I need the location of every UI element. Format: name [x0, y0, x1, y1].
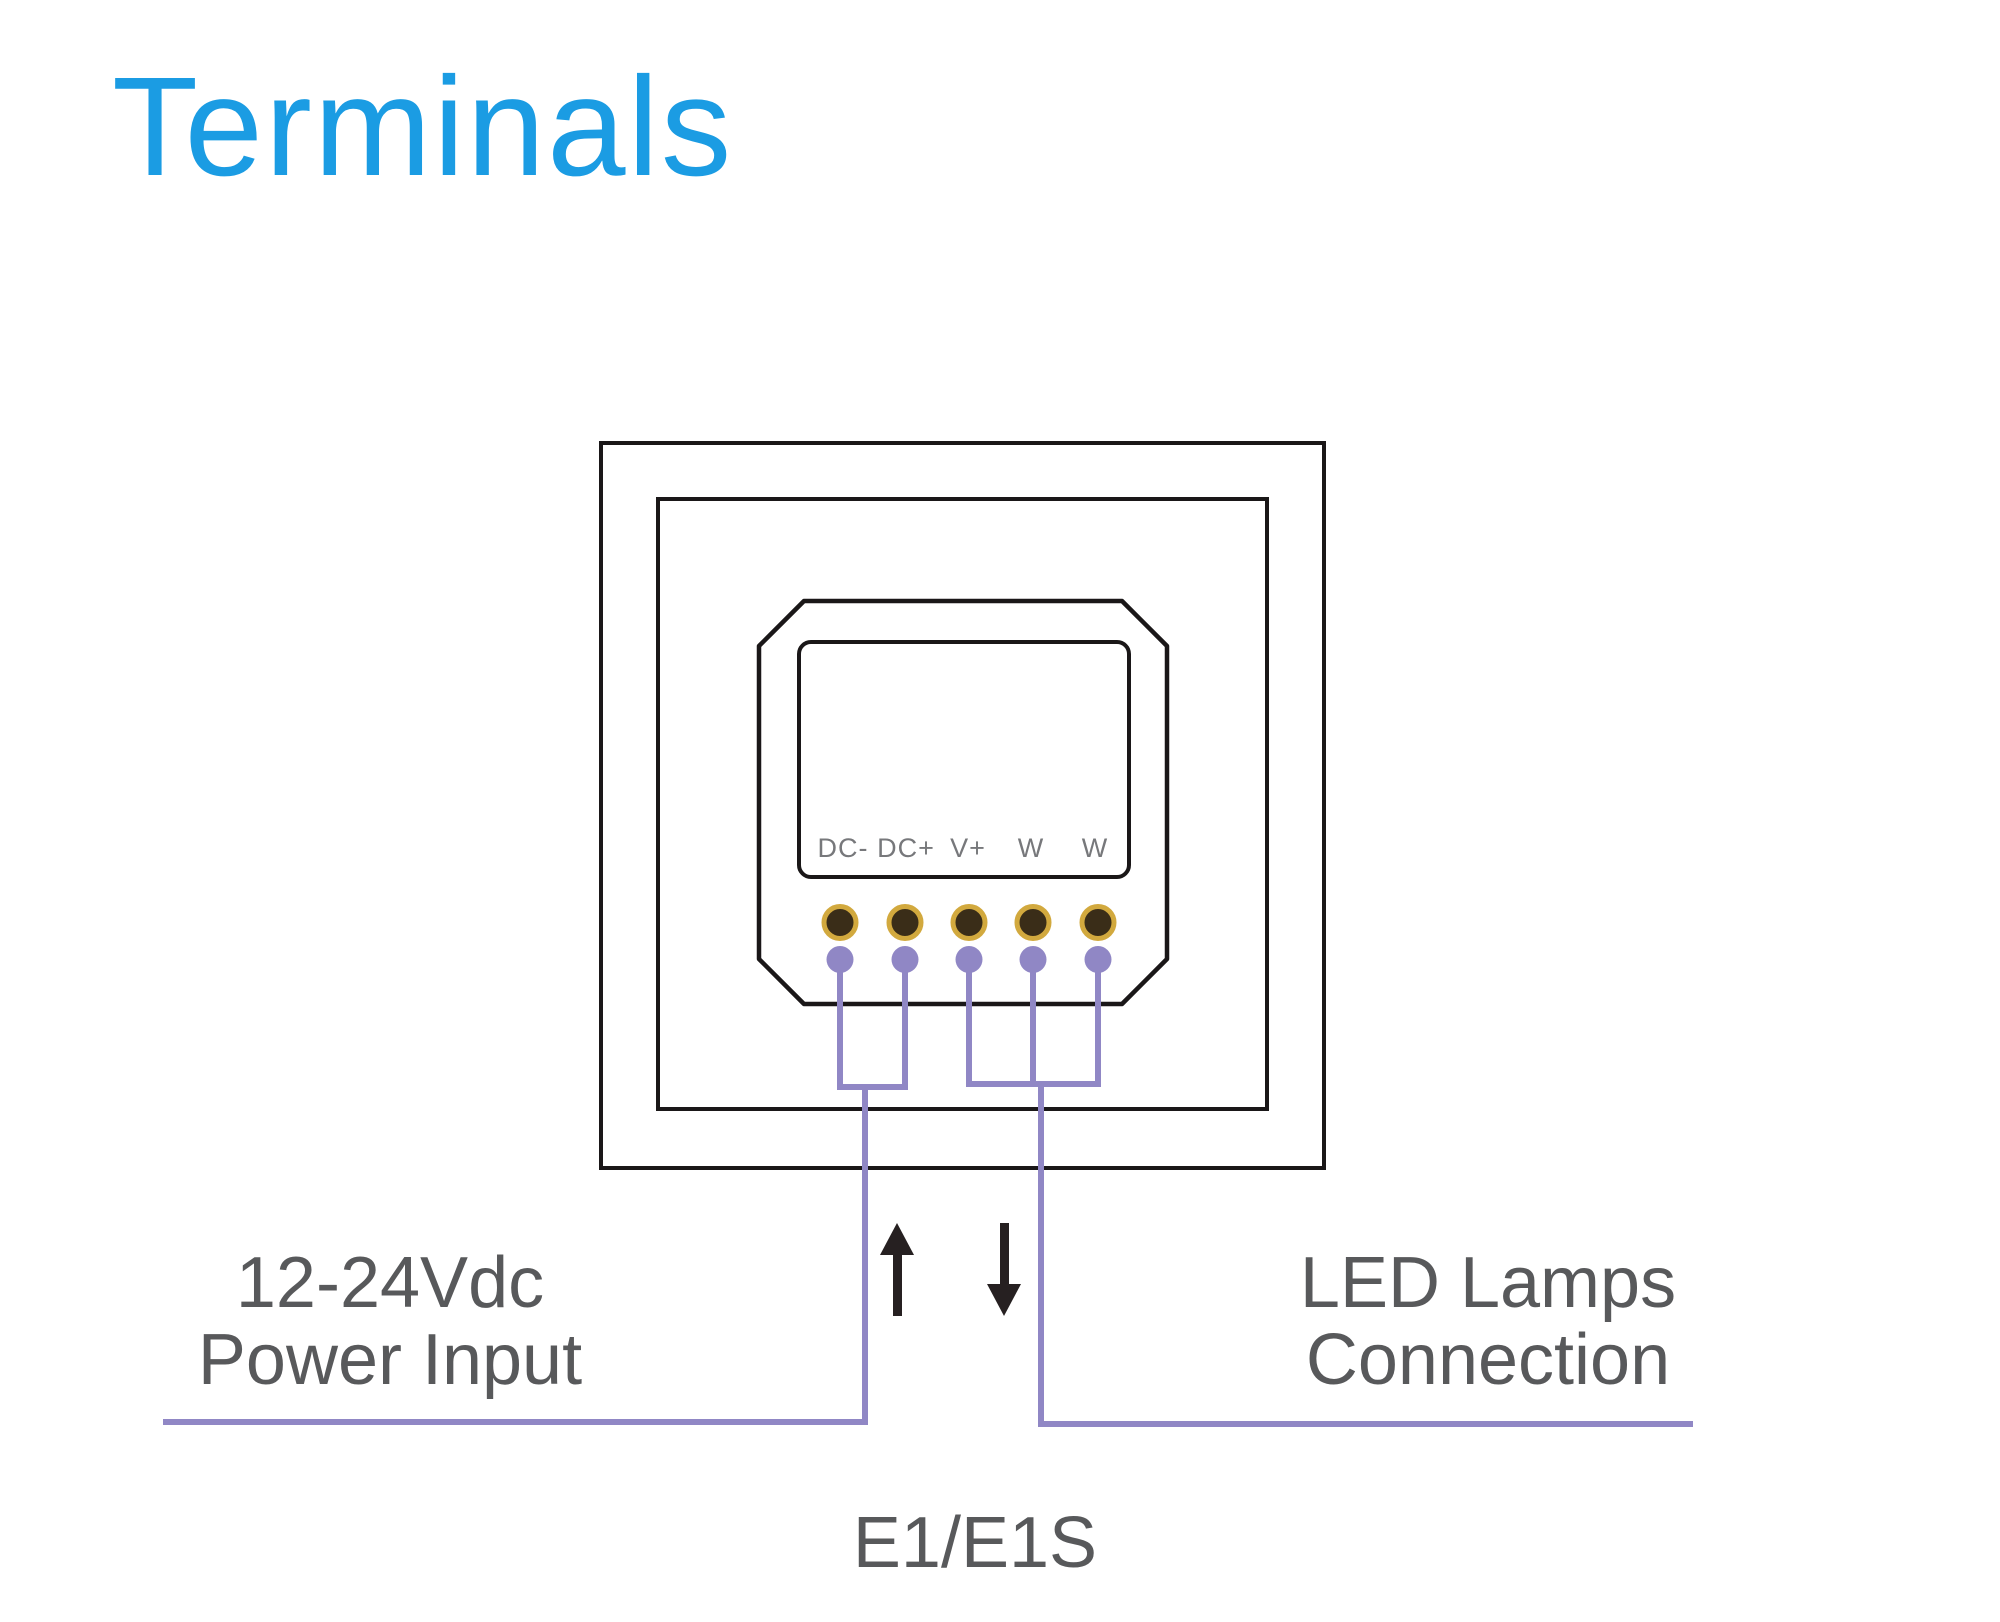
terminal-block-panel [797, 640, 1131, 879]
wire-lamp-join [966, 1081, 1101, 1087]
terminal-label-v-plus: V+ [950, 833, 986, 863]
led-lamps-label-line1: LED Lamps [1299, 1243, 1677, 1323]
wire-w1-drop [1030, 958, 1036, 1087]
power-input-label: 12-24Vdc Power Input [140, 1245, 640, 1399]
wire-lamp-feed [1038, 1081, 1044, 1427]
wire-power-feed [862, 1084, 868, 1425]
lamp-leader-line [1038, 1421, 1693, 1427]
wire-dc-plus-drop [902, 958, 908, 1090]
screw-terminal-v-plus [950, 904, 988, 941]
screw-terminal-w2 [1079, 904, 1117, 941]
wire-pin-dot [955, 946, 983, 973]
power-leader-line [163, 1419, 868, 1425]
wire-power-join [837, 1084, 908, 1090]
screw-terminal-w1 [1014, 904, 1052, 941]
power-input-label-line2: Power Input [197, 1320, 583, 1400]
wire-v-plus-drop [966, 958, 972, 1087]
wire-pin-dot [1019, 946, 1047, 973]
wire-w2-drop [1095, 958, 1101, 1087]
power-input-label-line1: 12-24Vdc [235, 1243, 545, 1323]
model-label: E1/E1S [852, 1503, 1098, 1583]
terminal-label-dc-minus: DC- [817, 833, 869, 863]
terminal-label-w1: W [1017, 833, 1045, 863]
screw-terminal-dc-plus [886, 904, 924, 941]
wall-plate-outer-frame [599, 441, 1326, 1170]
led-lamps-label: LED Lamps Connection [1238, 1245, 1738, 1399]
wire-pin-dot [826, 946, 854, 973]
led-lamps-label-line2: Connection [1305, 1320, 1671, 1400]
wire-pin-dot [1084, 946, 1112, 973]
wall-plate-inner-frame [656, 497, 1269, 1111]
wire-pin-dot [891, 946, 919, 973]
page-title: Terminals [112, 47, 734, 205]
screw-terminal-dc-minus [821, 904, 859, 941]
terminal-label-w2: W [1081, 833, 1109, 863]
terminal-label-dc-plus: DC+ [877, 833, 935, 863]
wire-dc-minus-drop [837, 958, 843, 1090]
